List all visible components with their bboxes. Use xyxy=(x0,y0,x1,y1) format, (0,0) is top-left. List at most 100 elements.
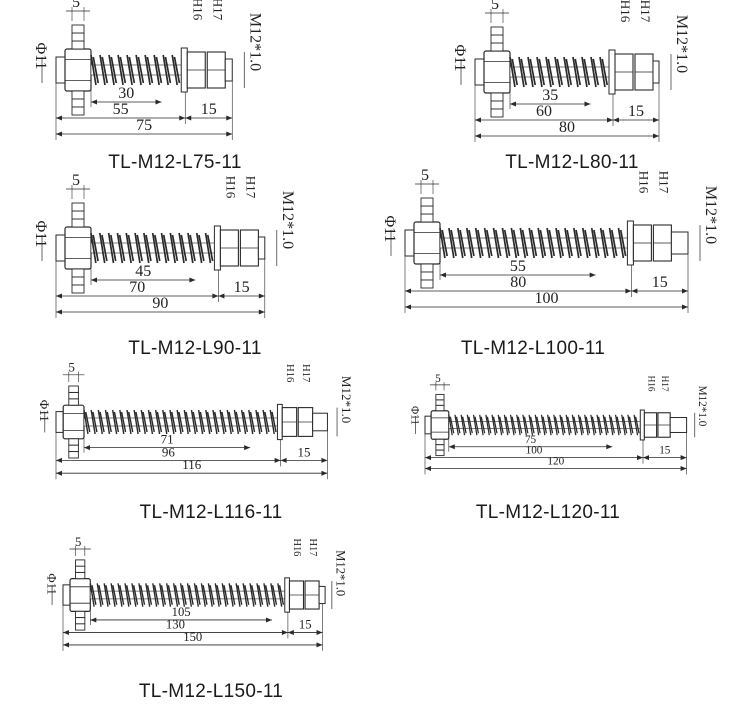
dim-thread-value: M12*1.0 xyxy=(673,15,690,73)
dim-nut-arrow-left xyxy=(185,115,192,121)
barb-fitting-top xyxy=(435,393,445,401)
label-h17: H17 xyxy=(307,538,318,556)
model-label: TL-M12-L90-11 xyxy=(128,338,261,359)
dim-total-arrow-left xyxy=(405,304,411,310)
cup-tip xyxy=(404,229,415,257)
dim-inner-arrow-left xyxy=(475,117,481,123)
label-h16: H16 xyxy=(284,364,295,383)
thread-end xyxy=(257,236,266,260)
spring-coil xyxy=(89,583,285,607)
dim-total-arrow-right xyxy=(316,642,323,648)
spring-coil xyxy=(448,414,640,436)
dim-nut-arrow-right xyxy=(226,115,233,121)
barb-fitting-bottom xyxy=(420,279,434,289)
dim-hex-value: 5 xyxy=(75,535,81,549)
dim-total-arrow-left xyxy=(475,133,481,139)
dim-nut-arrow-left xyxy=(631,288,638,294)
dim-nut-arrow-right xyxy=(680,455,687,461)
dim-spring-arrow-right xyxy=(589,272,596,278)
dim-spring-arrow-left xyxy=(90,617,97,623)
spring-coil xyxy=(439,227,627,259)
dim-nut-arrow-left xyxy=(287,629,294,635)
dim-inner-arrow-left xyxy=(63,629,69,635)
dim-spring-arrow-right xyxy=(606,444,613,450)
spring-coil xyxy=(90,232,214,264)
barb-fitting-bottom xyxy=(71,284,85,294)
barb-fitting-bottom xyxy=(68,438,79,446)
dim-inner-arrow-left xyxy=(56,457,62,463)
barb-fitting-top xyxy=(68,391,79,400)
dim-inner-value: 96 xyxy=(162,444,176,459)
barb-fitting-bottom xyxy=(71,106,85,116)
dim-total-arrow-right xyxy=(680,466,687,472)
hex-body xyxy=(430,410,450,440)
barb-fitting-bottom xyxy=(71,90,85,100)
dim-nut-value: 15 xyxy=(298,444,311,459)
dim-nut-value: 15 xyxy=(299,617,312,631)
barb-fitting-bottom xyxy=(75,623,86,631)
dim-hex-value: 5 xyxy=(72,172,80,189)
dim-thread-value: M12*1.0 xyxy=(334,550,348,596)
barb-fitting-top xyxy=(420,205,434,215)
dim-total-arrow-right xyxy=(682,304,688,310)
dim-hex-value: 5 xyxy=(435,373,441,385)
barb-fitting-bottom xyxy=(435,444,445,451)
dim-inner-value: 55 xyxy=(113,101,129,118)
barb-fitting-bottom xyxy=(71,98,85,108)
barb-fitting-top xyxy=(435,399,445,406)
model-label: TL-M12-L116-11 xyxy=(140,502,283,523)
dim-spring-value: 45 xyxy=(135,263,151,280)
dim-thread-value: M12*1.0 xyxy=(696,386,708,427)
barb-fitting-top xyxy=(420,213,434,223)
dim-total-value: 116 xyxy=(182,457,202,472)
dim-nut-arrow-left xyxy=(218,293,225,299)
dim-nut-value: 15 xyxy=(201,101,217,118)
dim-inner-arrow-left xyxy=(425,455,431,461)
dim-dia-value: Φ11 xyxy=(32,42,49,69)
washer xyxy=(213,225,221,271)
dim-dia-value: Φ11 xyxy=(44,573,58,595)
washer xyxy=(639,409,645,441)
cup-tip xyxy=(474,58,485,86)
dim-nut-arrow-left xyxy=(613,117,619,123)
barb-fitting-top xyxy=(71,32,85,42)
dim-inner-arrow-right xyxy=(281,629,288,635)
label-h16: H16 xyxy=(618,0,633,23)
barb-fitting-bottom xyxy=(71,268,85,278)
dim-nut-value: 15 xyxy=(652,274,668,291)
label-h17: H17 xyxy=(638,0,653,23)
dim-thread-value: M12*1.0 xyxy=(339,376,354,423)
dim-dia-value: Φ11 xyxy=(451,44,468,71)
dim-spring-value: 75 xyxy=(525,434,537,446)
dim-inner-arrow-right xyxy=(637,455,643,461)
barb-fitting-top xyxy=(490,26,504,36)
dim-spring-arrow-right xyxy=(244,445,251,451)
label-h16: H16 xyxy=(291,538,302,556)
spring-coil xyxy=(83,409,277,435)
dim-inner-value: 80 xyxy=(510,274,526,291)
dim-spring-arrow-right xyxy=(155,99,162,105)
barb-fitting-top xyxy=(420,197,434,207)
barb-fitting-bottom xyxy=(75,610,86,619)
dim-nut-value: 15 xyxy=(628,103,644,120)
barb-fitting-top xyxy=(490,34,504,44)
dim-total-value: 150 xyxy=(183,630,202,644)
dim-thread-value: M12*1.0 xyxy=(702,186,719,244)
barb-fitting-top xyxy=(75,565,86,573)
thread-end xyxy=(312,412,328,432)
dim-nut-arrow-right xyxy=(682,288,688,294)
dim-inner-arrow-right xyxy=(274,457,281,463)
label-h16: H16 xyxy=(190,0,205,21)
barb-fitting-bottom xyxy=(68,451,79,459)
barb-fitting-bottom xyxy=(435,438,445,446)
hex-body xyxy=(64,48,92,92)
dim-spring-arrow-left xyxy=(510,101,516,107)
label-h16: H16 xyxy=(636,171,651,194)
cup-tip xyxy=(55,411,64,433)
dim-nut-arrow-left xyxy=(643,455,649,461)
barb-fitting-top xyxy=(435,404,445,412)
